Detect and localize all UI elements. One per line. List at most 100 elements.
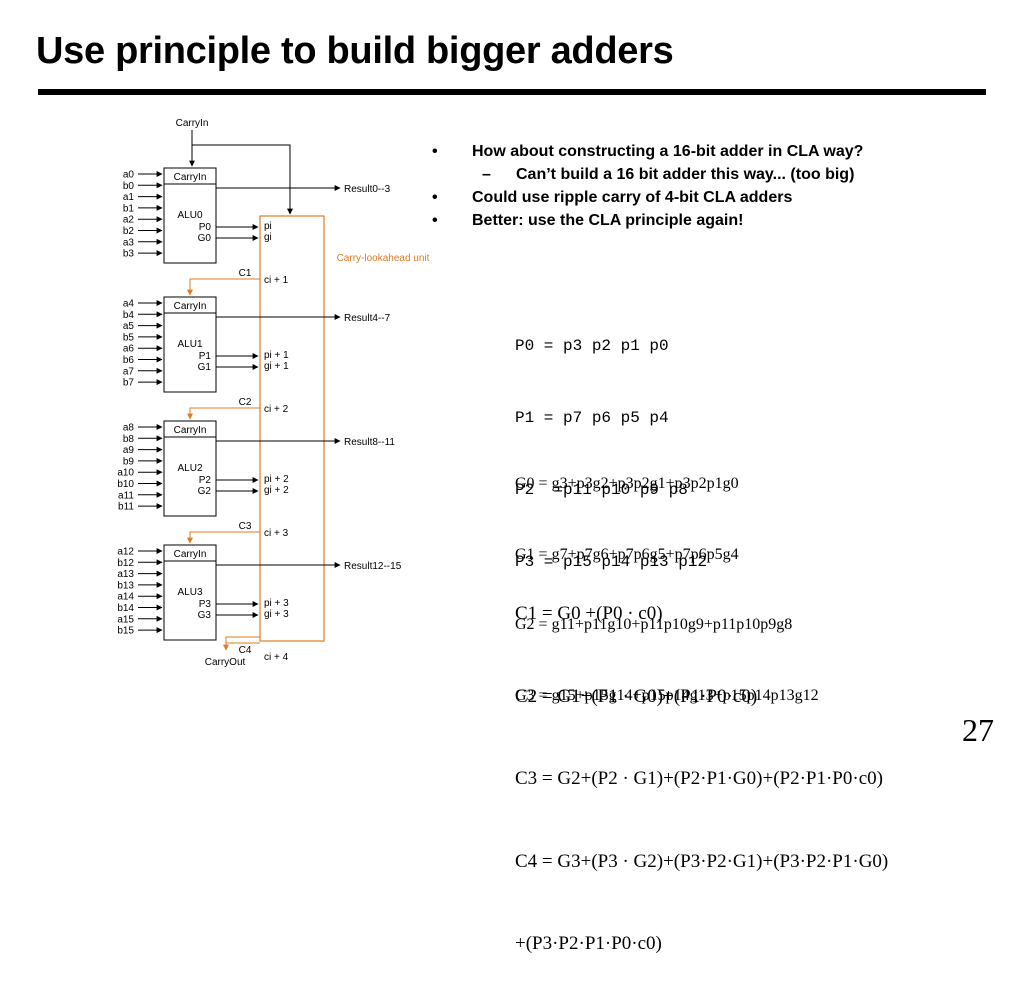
alu-input-label: b12 [117,558,134,569]
carry-c-label: C3 [239,521,252,532]
cla-gi-label: gi + 2 [264,485,289,496]
alu-input-label: a14 [117,592,134,603]
alu-p-output-label: P3 [199,599,212,610]
alu-input-label: b8 [123,434,135,445]
alu-p-output-label: P1 [199,351,212,362]
alu-input-label: b6 [123,355,135,366]
bullet-marker: • [432,143,438,160]
alu-input-label: b7 [123,378,135,389]
carry-c-label: C2 [239,397,252,408]
alu-input-label: b11 [118,502,134,513]
equation-line: +(P3·P2·P1·P0·c0) [515,933,662,954]
bullet-text: Could use ripple carry of 4-bit CLA adde… [472,189,793,206]
carryout-label: CarryOut [205,657,246,668]
alu-input-label: a0 [123,170,135,181]
alu-input-label: a10 [117,468,134,479]
title-underline [38,89,986,95]
carry-c-label: C1 [239,268,252,279]
alu-name-label: ALU3 [177,587,202,598]
cla-gi-label: gi + 3 [264,609,289,620]
alu-input-label: b5 [123,332,135,343]
carry-to-next-alu-wire [187,407,260,420]
alu-result-label: Result4--7 [344,313,391,324]
alu-input-label: b15 [117,626,134,637]
page-number: 27 [962,712,994,748]
alu-g-output-label: G2 [198,486,212,497]
alu-input-label: b14 [117,603,134,614]
alu-input-label: b9 [123,456,135,467]
equation-line: P1 = p7 p6 p5 p4 [515,409,669,427]
cla-adder-diagram: Carry-lookahead unitCarryInCarryInALU0P0… [117,118,430,668]
equation-line: G2 = g11+p11g10+p11p10g9+p11p10p9g8 [515,616,793,633]
equation-line: C1 = G0 +(P0 · c0) [515,603,663,624]
cla-pi-label: pi + 1 [264,350,289,361]
equation-line: C2 = G1+(P1 · G0)+(P1·P0·c0) [515,685,758,707]
p-equations: P0 = p3 p2 p1 p0 P1 = p7 p6 p5 p4 P2 =p1… [515,286,707,598]
bullet-item: •How about constructing a 16-bit adder i… [432,140,992,163]
alu-input-label: b1 [123,203,135,214]
alu-input-label: b4 [123,310,135,321]
bullet-text: Can’t build a 16 bit adder this way... (… [516,166,855,183]
cla-ci-label: ci + 2 [264,404,289,415]
cla-ci-label: ci + 1 [264,275,289,286]
g-equations: G0 = g3+p3g2+p3p2g1+p3p2p1g0 G1 = g7+p7g… [515,425,819,731]
alu-carryin-label: CarryIn [174,549,207,560]
equation-line: G0 = g3+p3g2+p3p2g1+p3p2p1g0 [515,475,739,492]
alu-result-label: Result12--15 [344,561,402,572]
alu-input-label: a2 [123,215,135,226]
alu-name-label: ALU0 [177,210,202,221]
cla-gi-label: gi + 1 [264,361,289,372]
alu-g-output-label: G3 [198,610,212,621]
alu-input-label: a15 [117,614,134,625]
carry-lookahead-unit [259,215,325,642]
alu-name-label: ALU2 [177,463,202,474]
equation-line: G3 = g15+p15g14+p15p14g13+p15p14p13g12 [515,686,819,704]
alu-input-label: a7 [123,366,135,377]
alu-input-label: a3 [123,237,135,248]
alu-input-label: b0 [123,181,135,192]
alu-result-label: Result0--3 [344,184,391,195]
cla-pi-label: pi + 3 [264,598,289,609]
top-carryin-wire [191,130,293,215]
alu-name-label: ALU1 [177,339,202,350]
bullet-text: Better: use the CLA principle again! [472,212,744,229]
alu-input-label: a1 [123,192,135,203]
alu-input-label: a8 [123,423,135,434]
alu-input-label: a13 [117,569,134,580]
alu-input-label: b2 [123,226,135,237]
equation-line: G1 = g7+p7g6+p7p6g5+p7p6p5g4 [515,545,739,563]
equation-line: C3 = G2+(P2 · G1)+(P2·P1·G0)+(P2·P1·P0·c… [515,768,883,789]
equation-line: P0 = p3 p2 p1 p0 [515,337,669,355]
bullet-marker: • [432,189,438,206]
alu-input-label: b3 [123,249,135,260]
equation-line: P2 =p11 p10 p9 p8 [515,481,688,499]
cla-ci-label: ci + 4 [264,652,289,663]
alu-carryin-label: CarryIn [174,301,207,312]
alu-p-output-label: P0 [199,222,212,233]
alu-g-output-label: G1 [198,362,212,373]
bullet-list: •How about constructing a 16-bit adder i… [432,140,992,232]
sub-bullet-item: – Can’t build a 16 bit adder this way... … [432,163,992,186]
cla-gi-label: gi [264,232,272,243]
carryout-wire [223,636,260,651]
alu-input-label: b10 [117,479,134,490]
top-carryin-label: CarryIn [176,118,209,129]
cla-pi-label: pi [264,221,272,232]
equation-line: C4 = G3+(P3 · G2)+(P3·P2·G1)+(P3·P2·P1·G… [515,850,889,872]
alu-input-label: b13 [117,580,134,591]
alu-input-label: a12 [117,547,134,558]
alu-input-label: a5 [123,321,135,332]
carry-c-label: C4 [239,645,252,656]
bullet-item: • Could use ripple carry of 4-bit CLA add… [432,186,992,209]
alu-carryin-label: CarryIn [174,425,207,436]
alu-carryin-label: CarryIn [174,172,207,183]
carry-to-next-alu-wire [187,531,260,544]
bullet-marker: – [482,166,491,183]
carry-lookahead-label: Carry-lookahead unit [337,253,430,264]
equation-line: P3 = p15 p14 p13 p12 [515,553,708,571]
bullet-marker: • [432,212,438,229]
alu-p-output-label: P2 [199,475,212,486]
alu-result-label: Result8--11 [344,437,395,448]
alu-input-label: a11 [118,490,134,501]
cla-pi-label: pi + 2 [264,474,289,485]
